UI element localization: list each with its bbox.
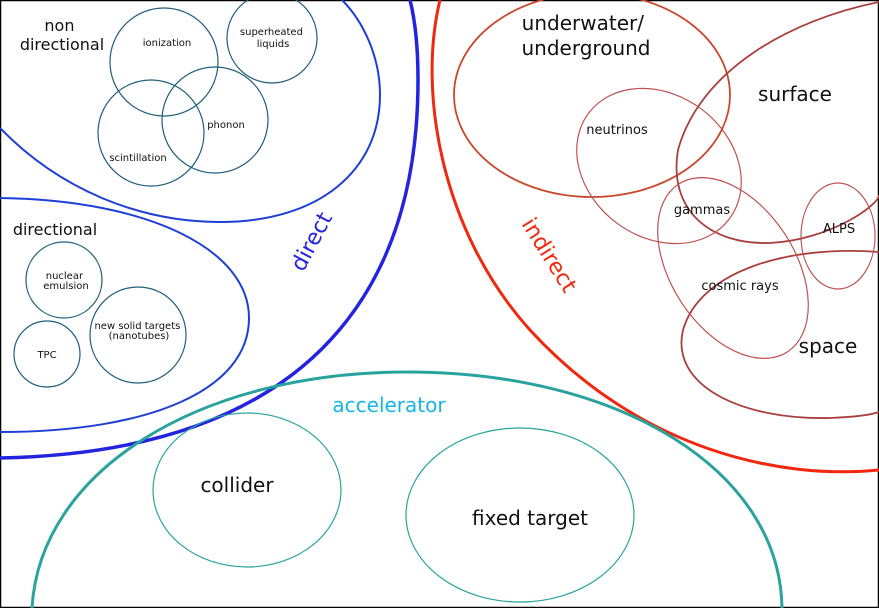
direct-region bbox=[0, 0, 420, 460]
collider-ellipse bbox=[152, 412, 342, 568]
scintillation-label: scintillation bbox=[109, 153, 166, 164]
collider-label: collider bbox=[200, 473, 274, 497]
new-solid-targets-circle bbox=[89, 286, 187, 384]
new-solid-targets-label: new solid targets (nanotubes) bbox=[94, 321, 183, 342]
scintillation-circle bbox=[97, 79, 205, 187]
directional-region bbox=[0, 197, 251, 433]
space-region bbox=[680, 249, 879, 419]
underwater-underground-label: underwater/ underground bbox=[522, 11, 651, 60]
surface-label: surface bbox=[758, 82, 832, 106]
ionization-circle bbox=[109, 7, 219, 117]
tpc-circle bbox=[13, 320, 81, 388]
accelerator-region bbox=[30, 370, 784, 608]
cosmic-rays-ellipse bbox=[657, 176, 809, 360]
indirect-label: indirect bbox=[516, 214, 581, 298]
directional-label: directional bbox=[13, 220, 97, 239]
direct-label: direct bbox=[286, 208, 338, 276]
neutrinos-label: neutrinos bbox=[586, 123, 648, 138]
ionization-label: ionization bbox=[143, 38, 192, 49]
non-directional-label: non directional bbox=[20, 16, 104, 54]
superheated-liquids-label: superheated liquids bbox=[240, 27, 306, 50]
tpc-label: TPC bbox=[36, 350, 56, 361]
fixed-target-label: fixed target bbox=[472, 506, 588, 530]
phonon-circle bbox=[161, 66, 269, 174]
gammas-label: gammas bbox=[674, 203, 731, 218]
accelerator-label: accelerator bbox=[332, 393, 446, 417]
phonon-label: phonon bbox=[207, 120, 245, 131]
alps-label: ALPS bbox=[823, 222, 855, 237]
alps-ellipse bbox=[800, 182, 876, 290]
nuclear-emulsion-label: nuclear emulsion bbox=[43, 271, 88, 292]
fixed-target-ellipse bbox=[405, 427, 635, 603]
surface-region bbox=[675, 1, 879, 244]
non-directional-region bbox=[0, 0, 382, 224]
neutrinos-ellipse bbox=[576, 87, 742, 245]
nuclear-emulsion-circle bbox=[25, 241, 103, 319]
space-label: space bbox=[799, 334, 858, 358]
cosmic-rays-label: cosmic rays bbox=[701, 279, 778, 294]
indirect-region bbox=[430, 0, 879, 474]
superheated-liquids-circle bbox=[226, 0, 318, 84]
